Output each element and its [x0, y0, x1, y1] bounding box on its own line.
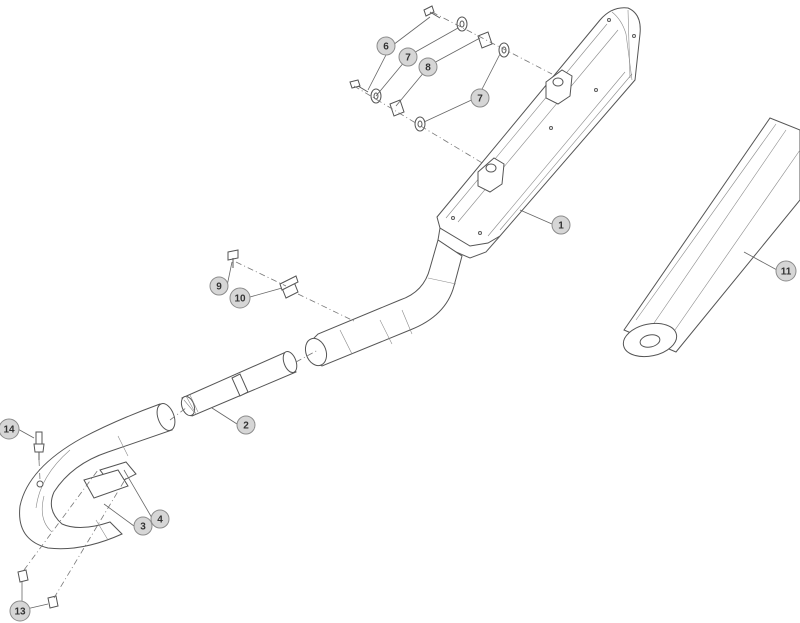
svg-text:4: 4 — [157, 515, 163, 526]
svg-text:1: 1 — [558, 221, 564, 232]
callout-4: 4 — [150, 509, 170, 529]
oxygen-sensor-part — [33, 431, 45, 460]
heat-shield-part — [622, 117, 800, 358]
svg-text:9: 9 — [216, 282, 222, 293]
svg-text:14: 14 — [3, 425, 15, 436]
svg-text:3: 3 — [140, 522, 146, 533]
callout-1: 1 — [551, 215, 571, 235]
leader-lines — [15, 16, 778, 611]
svg-text:8: 8 — [425, 63, 431, 74]
middle-pipe-part — [180, 350, 298, 417]
callout-7-upper: 7 — [398, 47, 418, 67]
muffler-part — [436, 7, 641, 259]
svg-text:11: 11 — [781, 267, 792, 278]
callout-10: 10 — [229, 287, 251, 309]
svg-text:6: 6 — [383, 42, 389, 53]
svg-text:2: 2 — [243, 421, 249, 432]
callout-6: 6 — [376, 36, 396, 56]
nuts-part — [17, 569, 59, 609]
assembly-centerlines — [23, 11, 553, 599]
callout-11: 11 — [775, 260, 797, 282]
svg-text:7: 7 — [405, 53, 411, 64]
mount-hardware — [349, 5, 510, 132]
svg-text:13: 13 — [14, 607, 26, 618]
callout-3: 3 — [133, 516, 153, 536]
callout-13: 13 — [9, 600, 31, 622]
callout-2: 2 — [236, 415, 256, 435]
svg-text:7: 7 — [477, 94, 483, 105]
callout-9: 9 — [209, 276, 229, 296]
callout-7-lower: 7 — [470, 88, 490, 108]
header-pipe-part — [19, 403, 176, 550]
link-pipe — [304, 239, 463, 367]
callout-8: 8 — [418, 57, 438, 77]
svg-text:10: 10 — [234, 294, 246, 305]
callout-14: 14 — [0, 418, 20, 440]
